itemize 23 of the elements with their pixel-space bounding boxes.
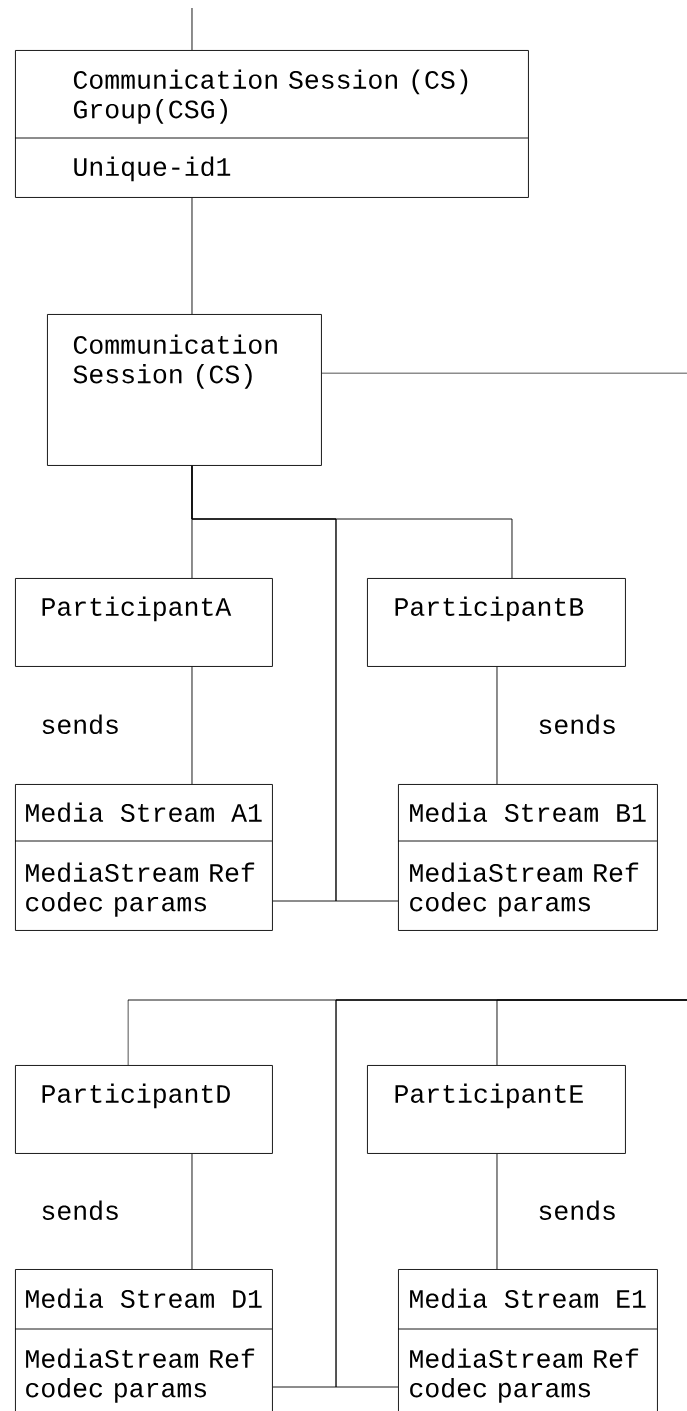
edge-label: sends [42, 1200, 118, 1221]
connector-line [321, 372, 687, 374]
connector-line [191, 666, 193, 785]
connector-line [191, 465, 399, 902]
edge-label: sends [539, 714, 615, 735]
connector-line [496, 666, 498, 785]
connector-line [191, 7, 193, 51]
edge-label: sends [42, 714, 118, 735]
process-box: ParticipantD [15, 1065, 273, 1154]
process-box: Media Stream E1 MediaStream Ref codec params [397, 1269, 658, 1411]
process-box: ParticipantB [367, 578, 626, 667]
group-box: Communication Session (CS) Group(CSG) Unique-id1 [14, 50, 529, 198]
process-box: Media Stream A1 MediaStream Ref codec params [14, 784, 273, 931]
connector-line [496, 1153, 498, 1270]
process-box: Media Stream D1 MediaStream Ref codec params [14, 1269, 273, 1411]
process-box: Media Stream B1 MediaStream Ref codec params [397, 784, 658, 931]
connector-line [191, 1153, 193, 1270]
edge-label: sends [539, 1200, 615, 1221]
session-box: Communication Session (CS) [47, 314, 322, 466]
process-box: ParticipantE [367, 1065, 626, 1154]
connector-line [191, 197, 193, 315]
process-box: ParticipantA [15, 578, 273, 667]
connector-line [335, 999, 687, 1388]
